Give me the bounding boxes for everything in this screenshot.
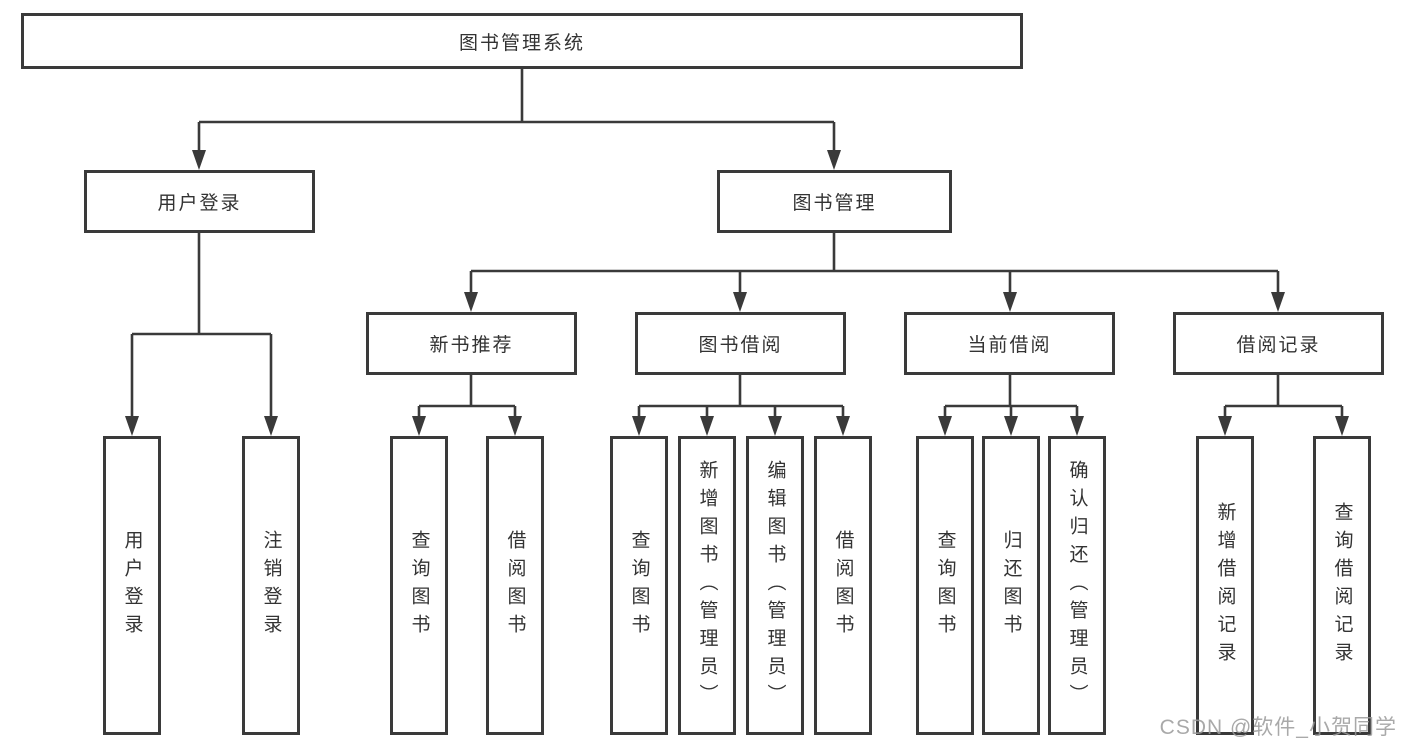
leaf-borrow-edit-books-admin: 编辑图书（管理员） xyxy=(746,436,804,735)
node-library-management-system: 图书管理系统 xyxy=(21,13,1023,69)
leaf-borrow-add-books-admin: 新增图书（管理员） xyxy=(678,436,736,735)
connector-current-to-leaves xyxy=(938,375,1084,436)
leaf-user-login: 用户登录 xyxy=(103,436,161,735)
leaf-records-add-record: 新增借阅记录 xyxy=(1196,436,1254,735)
leaf-borrow-query-books: 查询图书 xyxy=(610,436,668,735)
node-borrow-records: 借阅记录 xyxy=(1173,312,1384,375)
leaf-recommend-query-books: 查询图书 xyxy=(390,436,448,735)
node-new-book-recommend: 新书推荐 xyxy=(366,312,577,375)
connector-user-login-to-leaves xyxy=(125,233,278,436)
connector-root-to-level2 xyxy=(192,69,841,170)
connector-borrow-to-leaves xyxy=(632,375,850,436)
node-current-borrow: 当前借阅 xyxy=(904,312,1115,375)
leaf-current-query-books: 查询图书 xyxy=(916,436,974,735)
leaf-recommend-borrow-books: 借阅图书 xyxy=(486,436,544,735)
connector-book-management-to-level3 xyxy=(464,233,1285,312)
node-book-management: 图书管理 xyxy=(717,170,952,233)
node-book-borrow: 图书借阅 xyxy=(635,312,846,375)
connector-records-to-leaves xyxy=(1218,375,1349,436)
node-user-login: 用户登录 xyxy=(84,170,315,233)
connector-recommend-to-leaves xyxy=(412,375,522,436)
csdn-watermark: CSDN @软件_小贺同学 xyxy=(1159,716,1397,739)
leaf-current-return-books: 归还图书 xyxy=(982,436,1040,735)
leaf-logout: 注销登录 xyxy=(242,436,300,735)
leaf-current-confirm-return-admin: 确认归还（管理员） xyxy=(1048,436,1106,735)
leaf-records-query-record: 查询借阅记录 xyxy=(1313,436,1371,735)
leaf-borrow-borrow-books: 借阅图书 xyxy=(814,436,872,735)
